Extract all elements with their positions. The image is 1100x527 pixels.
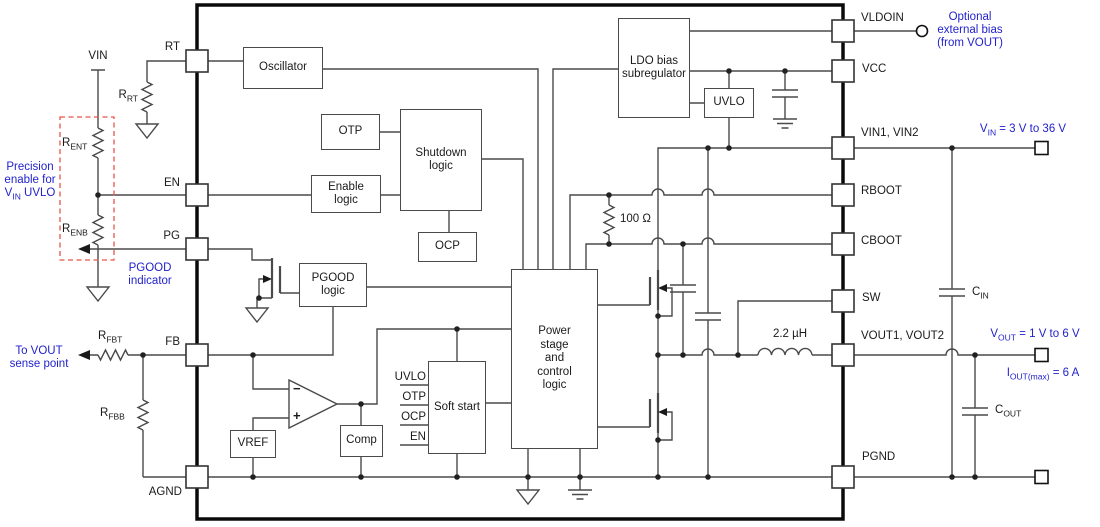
internal-wires <box>208 30 832 490</box>
earth-ground-icon <box>568 489 592 500</box>
pin-label-pgnd: PGND <box>862 451 896 463</box>
external-terminals <box>915 24 1049 485</box>
r-100ohm-label: 100 Ω <box>620 213 651 225</box>
pin-pgnd <box>831 465 855 489</box>
resistor-100ohm <box>602 204 616 236</box>
r-enb-label: RENB <box>62 223 88 238</box>
block-oscillator: Oscillator <box>243 47 323 89</box>
block-otp: OTP <box>321 114 380 150</box>
pin-label-sw: SW <box>862 292 881 304</box>
softstart-input-en: EN <box>410 431 426 443</box>
optional-bias-note: Optional external bias (from VOUT) <box>937 11 1003 49</box>
pin-pg <box>185 237 209 261</box>
vout-range-note: VOUT = 1 V to 6 V <box>990 328 1080 343</box>
inductor-label: 2.2 µH <box>772 328 808 340</box>
block-enable-logic: Enable logic <box>311 175 381 213</box>
capacitor-cin <box>939 148 965 477</box>
pin-vcc <box>831 59 855 83</box>
ground-icon <box>515 489 541 506</box>
pin-label-vin12: VIN1, VIN2 <box>861 127 919 139</box>
pin-vout <box>831 343 855 367</box>
external-wires <box>90 30 1035 478</box>
pin-fb <box>185 343 209 367</box>
r-ent-label: RENT <box>62 137 88 152</box>
pin-squares <box>185 19 855 489</box>
pin-label-rboot: RBOOT <box>861 185 902 197</box>
amp-minus-sign: − <box>293 381 301 396</box>
pin-en <box>185 183 209 207</box>
block-soft-start: Soft start <box>428 361 486 454</box>
c-out-label: COUT <box>995 404 1022 419</box>
resistor-rrt <box>140 81 154 113</box>
block-ldo-bias: LDO bias subregulator <box>618 18 690 118</box>
vin-terminal-icon <box>1034 140 1049 156</box>
precision-enable-note: Precision enable for VIN UVLO <box>4 161 56 202</box>
pgood-indicator-note: PGOOD indicator <box>128 262 172 287</box>
resistor-renb <box>91 214 105 246</box>
softstart-input-ocp: OCP <box>401 411 426 423</box>
vldoin-terminal-icon <box>915 24 929 38</box>
resistor-rent <box>91 127 105 159</box>
pin-label-pg: PG <box>163 230 180 242</box>
pin-label-fb: FB <box>165 336 180 348</box>
pin-label-cboot: CBOOT <box>861 235 902 247</box>
pg-nmos-icon <box>208 248 299 308</box>
block-pgood-logic: PGOOD logic <box>299 263 367 307</box>
pin-label-vout12: VOUT1, VOUT2 <box>861 330 945 342</box>
pin-label-vcc: VCC <box>862 63 887 75</box>
amp-plus-sign: + <box>293 408 301 423</box>
earth-ground-icons <box>568 118 797 500</box>
pin-rboot <box>831 183 855 207</box>
block-shutdown-logic: Shutdown logic <box>400 109 482 211</box>
pin-label-en: EN <box>164 177 180 189</box>
r-fbt-label: RFBT <box>98 330 123 345</box>
pin-vin <box>831 136 855 160</box>
c-in-label: CIN <box>972 286 989 301</box>
pin-label-vldoin: VLDOIN <box>861 12 904 24</box>
softstart-input-uvlo: UVLO <box>394 371 426 383</box>
junction-dots <box>95 68 978 480</box>
pin-label-rt: RT <box>164 41 180 53</box>
ground-icon <box>244 307 270 324</box>
block-ocp: OCP <box>418 232 477 262</box>
iout-max-note: IOUT(max) = 6 A <box>1006 367 1080 382</box>
arrowheads <box>78 244 90 360</box>
vin-range-note: VIN = 3 V to 36 V <box>979 123 1067 138</box>
precision-enable-outline <box>59 116 115 261</box>
pin-vldoin <box>831 19 855 43</box>
pin-label-agnd: AGND <box>148 486 182 498</box>
resistor-rfbt <box>97 348 129 362</box>
block-uvlo: UVLO <box>704 88 754 118</box>
vin-node-label: VIN <box>88 50 108 62</box>
r-rt-label: RRT <box>118 89 139 104</box>
error-amplifier-icon <box>288 378 339 430</box>
block-vref: VREF <box>230 430 276 458</box>
block-comp: Comp <box>340 425 383 457</box>
block-power-stage: Power stage and control logic <box>511 269 598 449</box>
ground-icon <box>85 286 111 303</box>
capacitor-cout <box>962 355 988 477</box>
left-arrow-icon <box>78 244 90 254</box>
left-arrow-icon <box>78 350 90 360</box>
pin-rt <box>185 49 209 73</box>
pgnd-terminal-icon <box>1034 469 1049 485</box>
ground-icon <box>134 123 160 140</box>
pin-cboot <box>831 232 855 256</box>
ic-outline <box>195 3 845 521</box>
earth-ground-icon <box>773 118 797 129</box>
lowside-nmos-icon <box>598 393 673 477</box>
resistor-rfbb <box>136 399 150 431</box>
pin-agnd <box>185 465 209 489</box>
analog-ground-icons <box>85 123 541 506</box>
highside-nmos-icon <box>598 270 673 393</box>
r-fbb-label: RFBB <box>100 407 125 422</box>
softstart-input-otp: OTP <box>402 391 426 403</box>
pin-sw <box>831 289 855 313</box>
vout-terminal-icon <box>1034 347 1049 363</box>
vout-sense-note: To VOUT sense point <box>9 345 69 370</box>
